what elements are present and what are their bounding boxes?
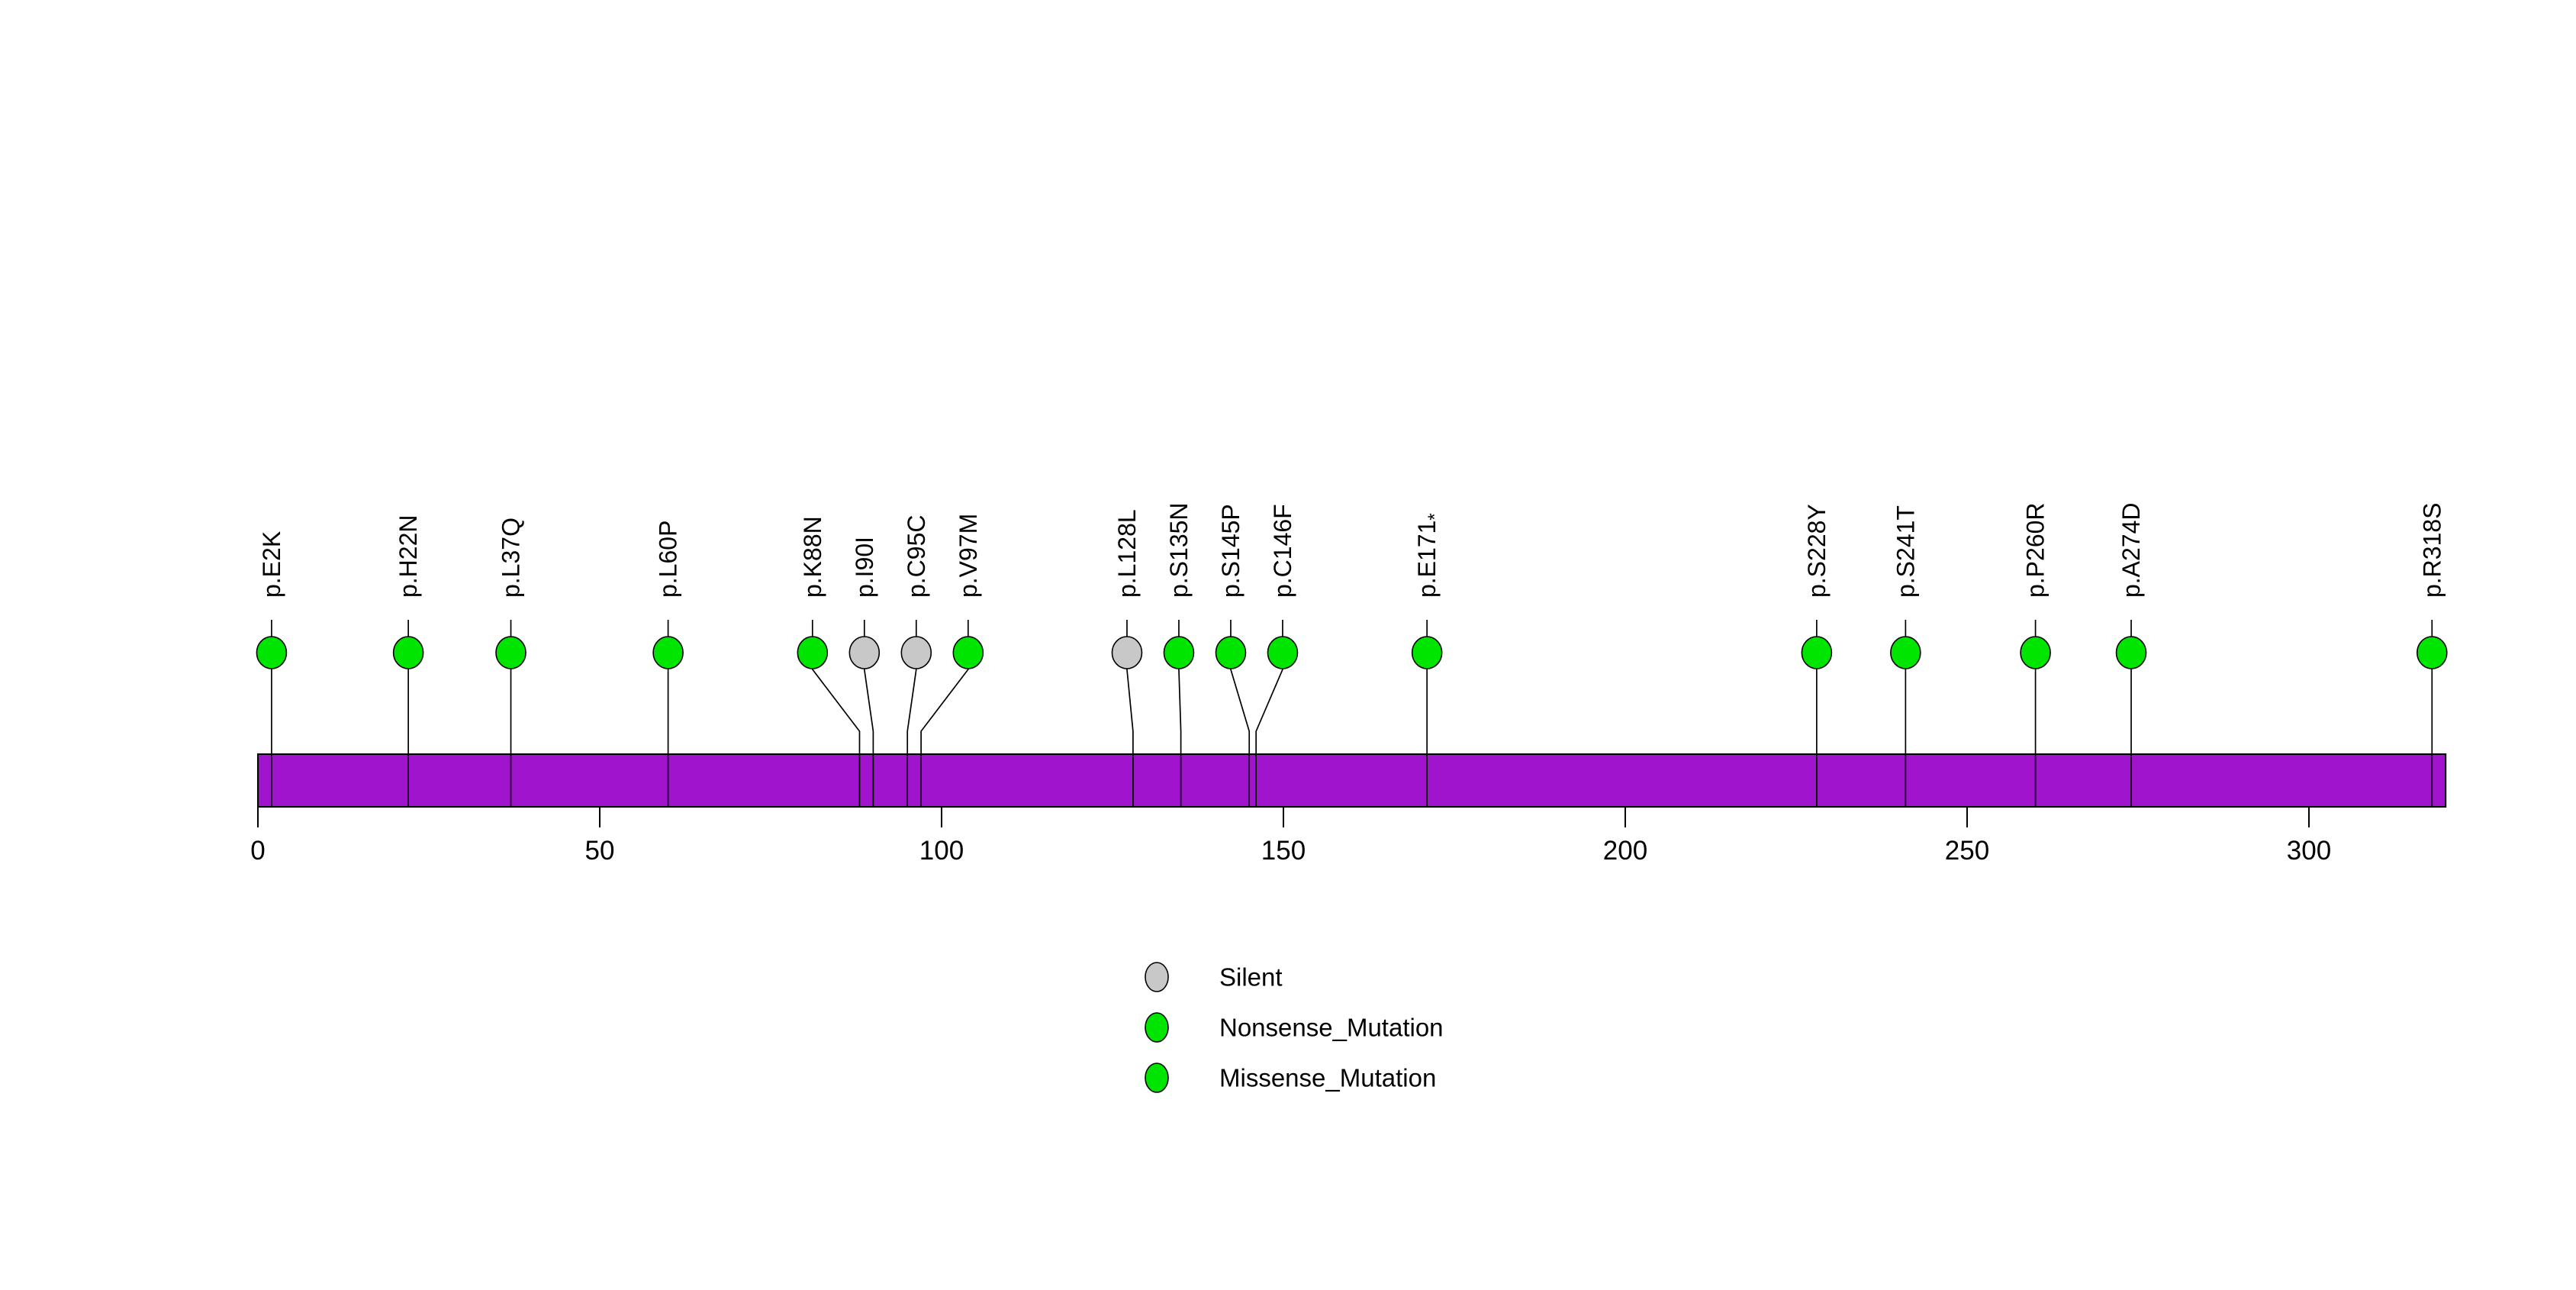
mutation-label: p.C95C (903, 515, 930, 598)
mutation-label-text: p.I90I (851, 537, 878, 598)
mutation-label-text: p.A274D (2117, 502, 2145, 598)
mutation-label: p.L37Q (497, 518, 525, 598)
x-axis-tick-label: 50 (585, 836, 615, 866)
mutation-label-text: p.R318S (2418, 502, 2446, 598)
protein-domain-bar (257, 753, 2447, 808)
mutation-label-text: p.S228Y (1803, 504, 1831, 598)
legend-label: Nonsense_Mutation (1219, 1014, 1444, 1042)
mutation-circle (1890, 636, 1921, 669)
mutation-label: p.S241T (1892, 505, 1919, 598)
mutation-circle (797, 636, 829, 669)
x-axis-tick-label: 150 (1261, 836, 1306, 866)
mutation-label: p.I90I (851, 537, 878, 598)
mutation-label-text: p.S145P (1217, 504, 1245, 598)
mutation-label-text: p.L37Q (497, 518, 525, 598)
legend-swatch (1145, 962, 1169, 992)
protein-domain-track (257, 753, 2447, 808)
mutation-label: p.A274D (2117, 502, 2145, 598)
mutation-label: p.P260R (2022, 502, 2050, 598)
mutation-circle (1215, 636, 1247, 669)
x-axis-tick-label: 200 (1603, 836, 1647, 866)
x-axis: 0 50 100 150 200 250 300 (250, 807, 2331, 866)
mutation-label-text: p.L60P (655, 521, 682, 598)
mutation-circle (2020, 636, 2051, 669)
x-axis-tick-label: 100 (919, 836, 964, 866)
mutation-label: p.E2K (258, 531, 285, 598)
mutation-circle (848, 636, 881, 669)
mutation-label: p.H22N (394, 515, 422, 598)
legend-label: Silent (1219, 963, 1283, 992)
mutation-label: p.C146F (1269, 504, 1296, 598)
mutation-label: p.K88N (799, 516, 826, 598)
mutation-circle (2416, 636, 2448, 669)
mutation-label-text: p.L128L (1113, 509, 1141, 598)
mutation-label: p.V97M (955, 514, 982, 598)
x-axis-tick-label: 300 (2287, 836, 2331, 866)
stop-codon-star: * (1425, 513, 1445, 520)
mutation-circle (2115, 636, 2147, 669)
mutation-label-text: p.S135N (1165, 502, 1193, 598)
mutation-circle (1267, 636, 1299, 669)
mutation-circle (392, 636, 424, 669)
mutation-circles (256, 636, 2448, 669)
mutation-label-text: p.H22N (394, 515, 422, 598)
mutation-label-text: p.C95C (903, 515, 930, 598)
mutation-circle (256, 636, 288, 669)
x-axis-tick-label: 0 (250, 836, 265, 866)
mutation-label-text: p.P260R (2022, 502, 2050, 598)
mutation-label: p.S135N (1165, 502, 1193, 598)
mutation-label: p.S145P (1217, 504, 1245, 598)
mutation-label-text: p.E171 (1413, 521, 1441, 598)
mutation-circle (495, 636, 526, 669)
mutation-label: p.R318S (2418, 502, 2446, 598)
legend-label: Missense_Mutation (1219, 1064, 1436, 1092)
mutation-circle (1111, 636, 1143, 669)
mutation-label-text: p.V97M (955, 514, 982, 598)
mutation-label: p.S228Y (1803, 504, 1831, 598)
mutation-label: p.L128L (1113, 509, 1141, 598)
mutation-labels: p.E2K p.H22N p.L37Q p.L60P p.K88N p.I90I p.C95… (258, 502, 2446, 598)
mutation-circle (1411, 636, 1443, 669)
mutation-circle (1801, 636, 1833, 669)
mutation-label: p.E171* (1413, 513, 1445, 598)
mutation-label-text: p.C146F (1269, 504, 1296, 598)
mutation-label: p.L60P (655, 521, 682, 598)
legend-swatch (1145, 1012, 1169, 1043)
mutation-label-text: p.K88N (799, 516, 826, 598)
mutation-circle (900, 636, 932, 669)
legend-swatch (1145, 1063, 1169, 1093)
mutation-label-text: p.E2K (258, 531, 285, 598)
mutation-circle (1163, 636, 1195, 669)
x-axis-tick-label: 250 (1945, 836, 1989, 866)
mutation-circle (652, 636, 684, 669)
mutation-label-text: p.S241T (1892, 505, 1919, 598)
mutation-circle (952, 636, 984, 669)
